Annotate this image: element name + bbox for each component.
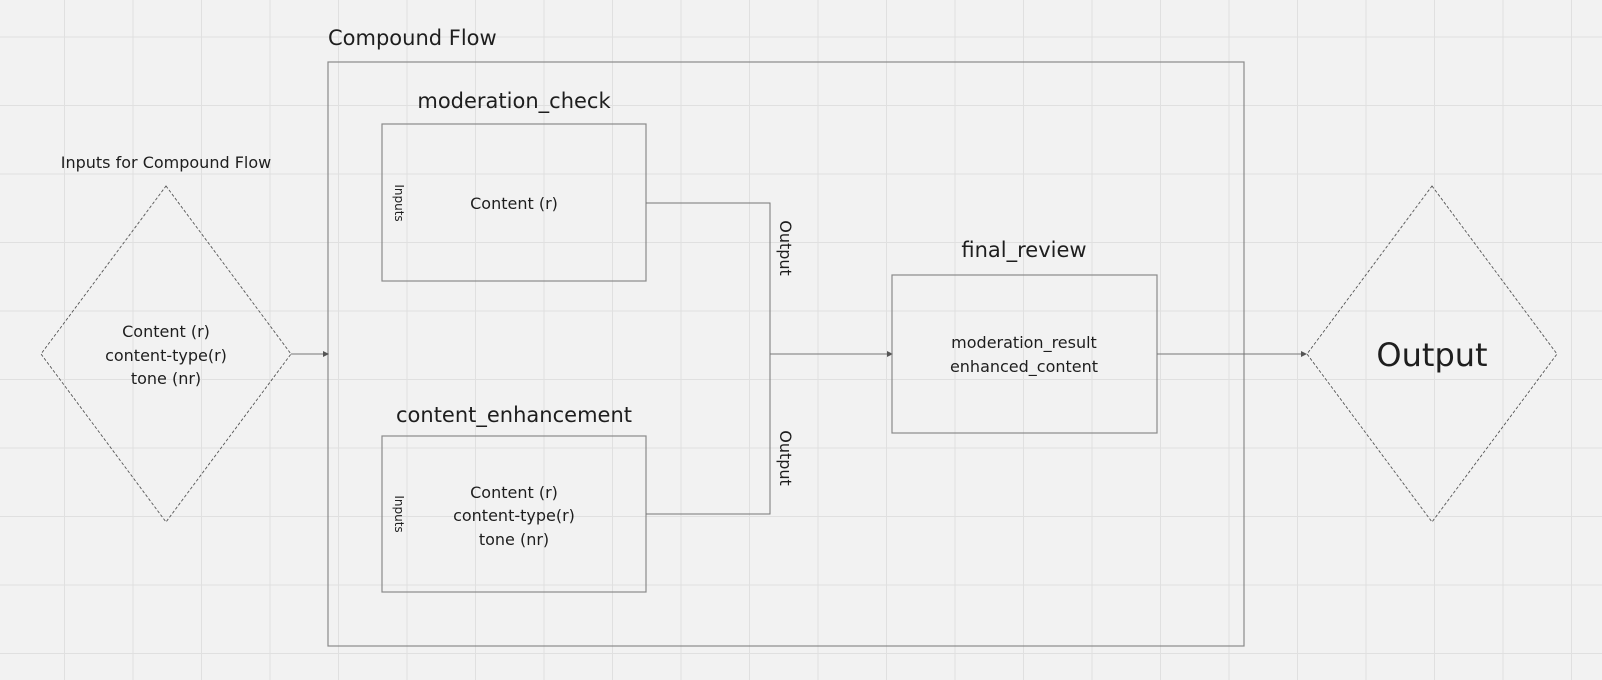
moderation-check-title: moderation_check bbox=[417, 89, 611, 114]
moderation-check-line: Content (r) bbox=[470, 194, 558, 213]
inputs-line: tone (nr) bbox=[131, 369, 201, 388]
content-enhancement-inputs-label: Inputs bbox=[392, 495, 406, 532]
final-review-title: final_review bbox=[961, 238, 1086, 263]
compound-flow-title: Compound Flow bbox=[328, 26, 497, 50]
final-review-node[interactable]: final_review moderation_result enhanced_… bbox=[891, 238, 1158, 434]
final-review-line: moderation_result bbox=[951, 333, 1097, 353]
inputs-node[interactable]: Inputs for Compound Flow Content (r) con… bbox=[40, 153, 292, 523]
content-enhancement-title: content_enhancement bbox=[396, 403, 632, 428]
inputs-line: Content (r) bbox=[122, 322, 210, 341]
content-enhancement-line: tone (nr) bbox=[479, 530, 549, 549]
output-label: Output bbox=[1376, 336, 1487, 374]
enhancement-output-label: Output bbox=[776, 430, 795, 486]
final-review-line: enhanced_content bbox=[950, 357, 1098, 377]
content-enhancement-node[interactable]: content_enhancement Inputs Content (r) c… bbox=[381, 403, 647, 593]
connector-moderation-output bbox=[646, 202, 771, 354]
moderation-check-inputs-label: Inputs bbox=[392, 184, 406, 221]
inputs-caption: Inputs for Compound Flow bbox=[61, 153, 271, 172]
compound-flow-container[interactable]: Compound Flow bbox=[327, 26, 1245, 647]
moderation-check-node[interactable]: moderation_check Inputs Content (r) bbox=[381, 89, 647, 282]
output-node[interactable]: Output bbox=[1306, 185, 1558, 523]
connector-enhancement-output bbox=[646, 354, 771, 515]
moderation-output-label: Output bbox=[776, 220, 795, 276]
content-enhancement-line: content-type(r) bbox=[453, 506, 575, 525]
inputs-line: content-type(r) bbox=[105, 346, 227, 365]
content-enhancement-line: Content (r) bbox=[470, 483, 558, 502]
